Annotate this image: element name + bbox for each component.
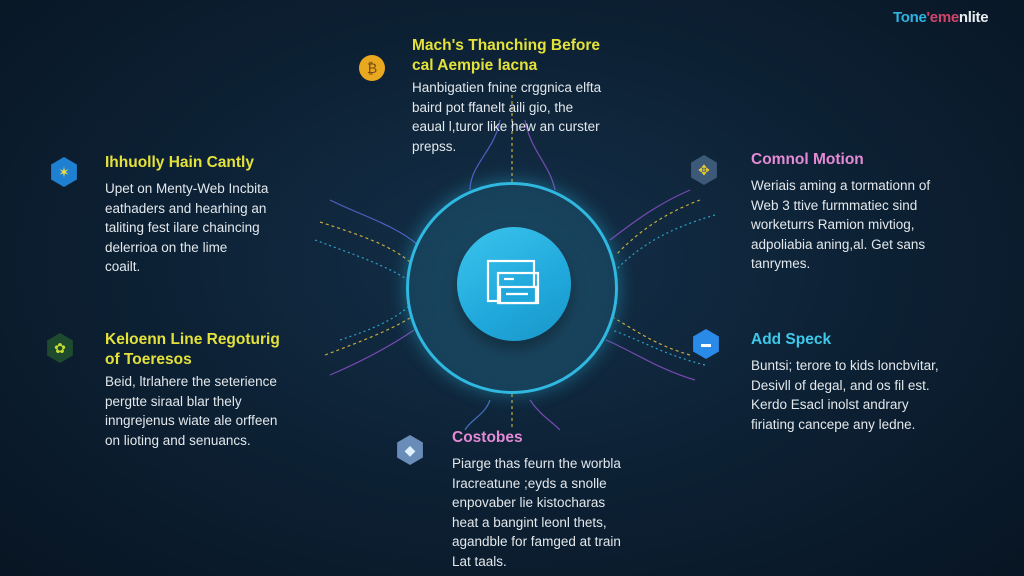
body-line: Upet on Menty-Web Incbita [105,181,269,196]
feature-body: Buntsi; terore to kids loncbvitar, Desivl… [751,356,1011,434]
feature-title: Add Speck [751,331,832,348]
title-line: of Toeresos [105,351,192,368]
body-line: Buntsi; terore to kids loncbvitar, [751,358,939,373]
body-line: enpovaber lie kistocharas [452,495,606,510]
body-line: Hanbigatien fnine crggnica elfta [412,80,602,95]
documents-stack-icon [486,259,540,305]
body-line: pergtte siraal blar thely [105,393,242,409]
body-line: Web 3 ttive furmmatiec sind [751,197,918,213]
body-line: Iracreatune ;eyds a snolle [452,475,607,491]
feature-body: Hanbigatien fnine crggnica elfta baird po… [412,78,652,156]
body-line: baird pot ffanelt aili gio, the [412,99,574,115]
body-line: worketurrs Ramion mivtiog, [751,217,915,232]
body-line: on lioting and senuancs. [105,432,251,448]
body-line: firiating cancepe any ledne. [751,416,916,432]
feature-title: Costobes [452,429,523,446]
crystal-icon: ◆ [390,430,430,470]
title-line: Mach's Thanching Before [412,37,600,54]
feature-body: Weriais aming a tormationn of Web 3 ttive… [751,176,1001,274]
body-line: delerrioa on the lime [105,239,228,255]
body-line: heat a bangint leonl thets, [452,514,607,530]
feature-title: Mach's Thanching Before cal Aempie lacna [412,36,652,76]
brand-part: 'eme [926,9,960,26]
feature-title: Ihhuolly Hain Cantly [105,154,254,171]
body-line: Lat taals. [452,553,507,569]
body-line: inngrejenus wiate ale orffeen [105,413,278,428]
body-line: adpoliabia aning,al. Get sans [751,236,926,252]
feature-title: Keloenn Line Regoturig of Toeresos [105,330,335,370]
feature-body: Beid, ltrlahere the seterience pergtte si… [105,372,335,450]
feature-block-3: Comnol Motion Weriais aming a tormationn… [751,150,1001,274]
title-line: Keloenn Line Regoturig [105,331,280,348]
feature-block-4: Keloenn Line Regoturig of Toeresos Beid, … [105,330,335,450]
body-line: Desivll of degal, and os fil est. [751,377,930,393]
brand-part: nlite [958,9,989,26]
body-line: tanrymes. [751,256,811,271]
gear-cluster-icon: ✿ [40,328,80,368]
puzzle-icon: ✥ [684,150,724,190]
body-line: prepss. [412,138,457,154]
feature-block-2: Ihhuolly Hain Cantly Upet on Menty-Web I… [105,153,325,277]
brand-logo: Tone'emenlite [893,9,989,26]
sparkle-icon: ✶ [44,152,84,192]
body-line: eaual l,turor like hew an curster [412,119,600,134]
body-line: eathaders and hearhing an [105,200,267,216]
feature-body: Upet on Menty-Web Incbita eathaders and h… [105,179,325,277]
feature-block-5: Add Speck Buntsi; terore to kids loncbvi… [751,330,1011,434]
center-hub [457,227,571,341]
body-line: Kerdo Esacl inolst andrary [751,397,909,412]
body-line: Piarge thas feurn the worbla [452,456,621,471]
body-line: taliting fest ilare chaincing [105,220,260,235]
card-icon: ▬ [686,324,726,364]
body-line: agandble for famged at train [452,534,621,549]
coin-icon: ₿ [352,48,392,88]
feature-title: Comnol Motion [751,151,864,168]
body-line: coailt. [105,259,141,274]
title-line: cal Aempie lacna [412,57,538,74]
body-line: Weriais aming a tormationn of [751,178,931,193]
body-line: Beid, ltrlahere the seterience [105,374,277,389]
brand-part: Tone [893,9,927,26]
